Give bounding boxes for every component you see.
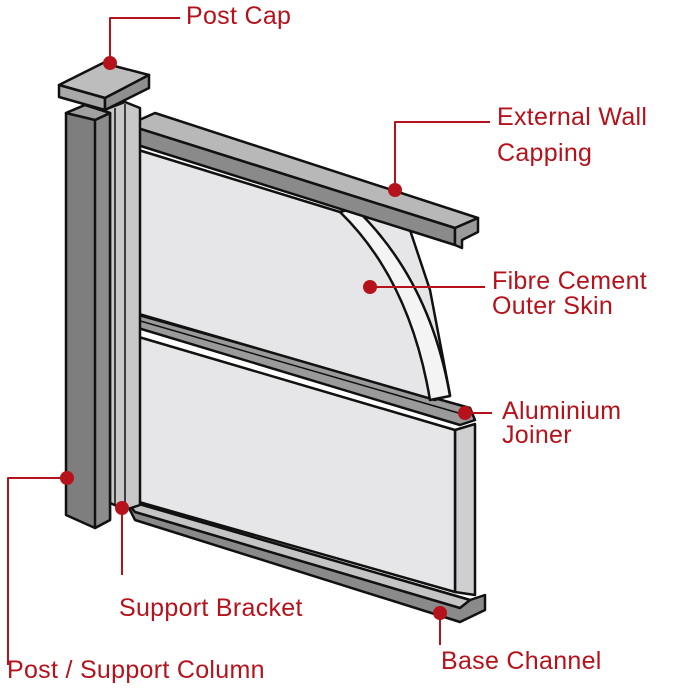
label-external-wall-capping-line1: External Wall (497, 103, 648, 131)
label-aluminium-joiner-line2: Joiner (502, 421, 572, 449)
base-channel-dot (433, 606, 447, 620)
label-fibre-cement-line2: Outer Skin (492, 292, 614, 320)
leader-lines (7, 17, 492, 665)
fibre-cement-dot (363, 280, 377, 294)
capping-dot (388, 183, 402, 197)
joiner-dot (458, 406, 472, 420)
label-fibre-cement-line1: Fibre Cement (492, 267, 648, 295)
callout-dots (60, 56, 472, 620)
label-support-bracket: Support Bracket (119, 594, 303, 622)
external-wall-capping (126, 111, 480, 250)
post-cap-dot (103, 56, 117, 70)
label-external-wall-capping-line2: Capping (497, 139, 593, 167)
label-base-channel: Base Channel (441, 647, 602, 675)
label-post-cap: Post Cap (186, 2, 292, 30)
post-column (64, 103, 112, 530)
label-aluminium-joiner-line1: Aluminium (502, 397, 622, 425)
post-dot (60, 471, 74, 485)
post-cap (57, 61, 151, 112)
bracket-dot (115, 501, 129, 515)
label-post-support-column: Post / Support Column (7, 656, 265, 684)
